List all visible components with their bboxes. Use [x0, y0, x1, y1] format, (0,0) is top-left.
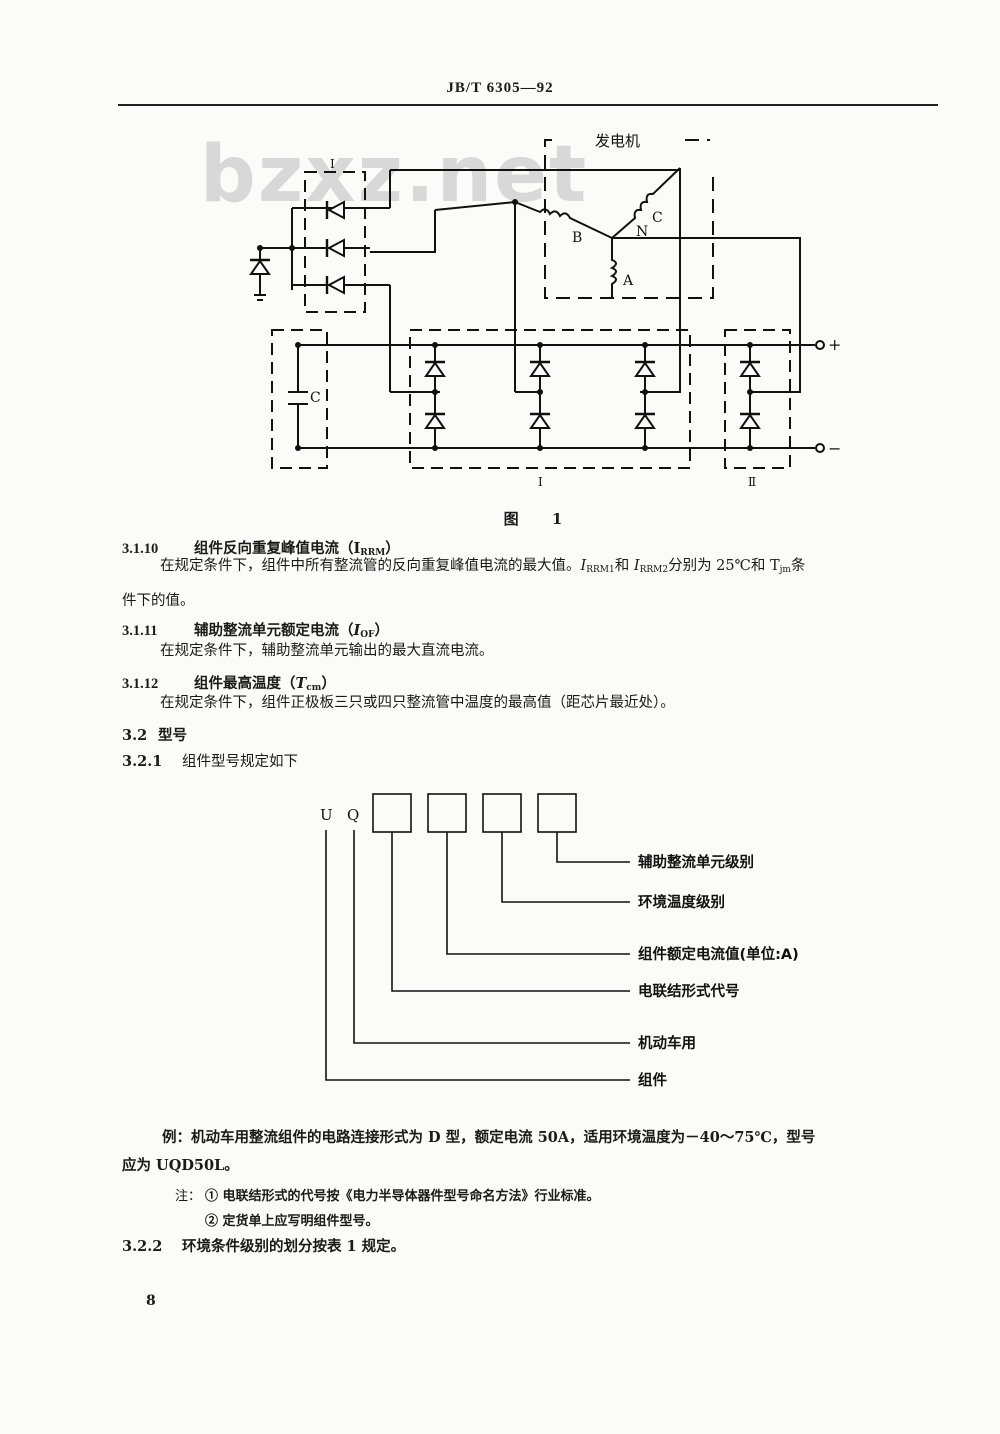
model-letter-u: U: [320, 806, 333, 824]
circuit-diagram: 发电机 B C N A C + − I Ⅱ Ⅰ: [248, 132, 840, 489]
code-box-2: [427, 793, 467, 833]
page-header: JB/T 6305—92: [446, 80, 554, 96]
group-i-label: I: [538, 475, 543, 489]
capacitor-label: C: [310, 390, 321, 406]
group-ii-label: Ⅱ: [748, 475, 756, 489]
page-number: 8: [146, 1293, 156, 1309]
generator-label: 发电机: [595, 132, 640, 150]
notes-label: 注：: [175, 1189, 202, 1204]
note-1: ① 电联结形式的代号按《电力半导体器件型号命名方法》行业标准。: [205, 1189, 600, 1204]
section-3-1-10-body-line2: 件下的值。: [122, 593, 195, 609]
phase-n-label: N: [636, 224, 648, 240]
figure-caption: 图 1: [503, 510, 577, 528]
code-box-3: [482, 793, 522, 833]
model-label-current: 组件额定电流值(单位:A): [638, 945, 799, 963]
model-label-temperature: 环境温度级别: [638, 893, 725, 911]
header-rule: [118, 104, 938, 106]
example-line2: 应为 UQD50L。: [122, 1157, 239, 1174]
model-letter-q: Q: [347, 806, 359, 824]
code-box-1: [372, 793, 412, 833]
model-label-connection: 电联结形式代号: [638, 982, 740, 1000]
code-box-4: [537, 793, 577, 833]
phase-b-label: B: [572, 230, 582, 246]
model-label-assembly: 组件: [638, 1071, 667, 1089]
phase-a-label: A: [622, 273, 634, 289]
plus-terminal: +: [828, 335, 840, 354]
model-label-vehicle: 机动车用: [638, 1034, 696, 1052]
model-designation-diagram: U Q 辅助整流单元级别 环境温度级别 组件额定电流值(单位:A) 电联结形式代…: [320, 793, 799, 1089]
phase-c-label: C: [652, 210, 663, 226]
section-3-1-12-body: 在规定条件下，组件正极板三只或四只整流管中温度的最高值（距芯片最近处）。: [160, 695, 675, 711]
note-2: ② 定货单上应写明组件型号。: [205, 1214, 379, 1229]
example-line1: 例：机动车用整流组件的电路连接形式为 D 型，额定电流 50A，适用环境温度为－…: [162, 1129, 816, 1146]
section-3-1-11-body: 在规定条件下，辅助整流单元输出的最大直流电流。: [160, 643, 494, 659]
section-3-1-10-body-line1: 在规定条件下，组件中所有整流管的反向重复峰值电流的最大值。IRRM1和 IRRM…: [160, 558, 806, 575]
group-top-label: Ⅰ: [330, 157, 335, 171]
model-label-auxiliary: 辅助整流单元级别: [638, 853, 754, 871]
minus-terminal: −: [828, 439, 840, 458]
